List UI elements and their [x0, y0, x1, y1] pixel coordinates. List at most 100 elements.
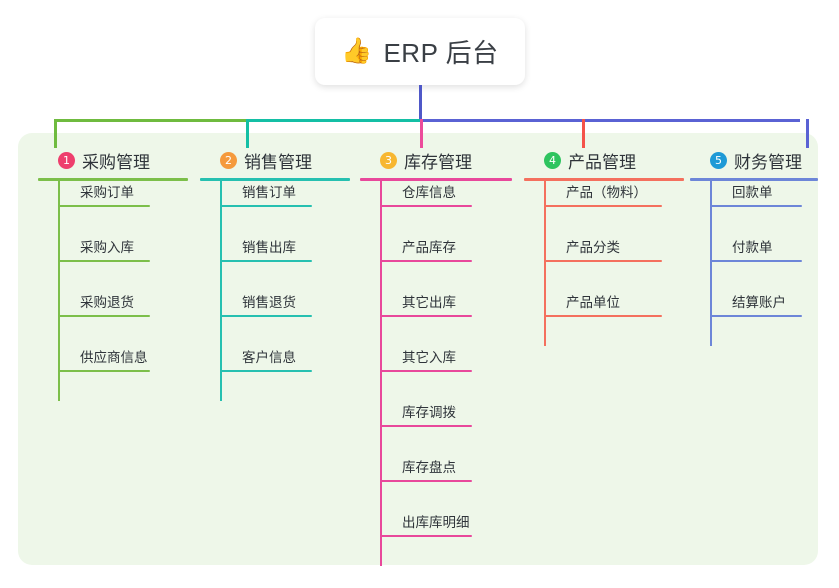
leaf-underline: [544, 315, 662, 317]
leaf-underline: [544, 260, 662, 262]
root-node[interactable]: 👍 ERP 后台: [315, 18, 525, 85]
drop-connector-3: [420, 119, 423, 148]
branch-spine-5: [710, 181, 712, 346]
branch-label-3: 库存管理: [404, 152, 472, 172]
branch-underline-2: [200, 178, 350, 181]
leaf-label: 采购退货: [80, 295, 134, 310]
leaf-label: 产品单位: [566, 295, 620, 310]
leaf-label: 结算账户: [732, 295, 786, 310]
branch-header-4[interactable]: 4 产品管理: [524, 148, 684, 172]
branch-column-4: 4 产品管理产品（物料） 产品分类产品单位: [524, 148, 684, 346]
leaf-underline: [380, 370, 472, 372]
leaf-label: 回款单: [732, 185, 773, 200]
branch-label-1: 采购管理: [82, 152, 150, 172]
leaf-label: 仓库信息: [402, 185, 456, 200]
leaf-underline: [220, 315, 312, 317]
branch-spine-2: [220, 181, 222, 401]
leaf-item[interactable]: 采购退货: [58, 291, 150, 317]
leaf-label: 其它入库: [402, 350, 456, 365]
leaf-underline: [380, 480, 472, 482]
leaf-underline: [220, 260, 312, 262]
leaf-label: 采购入库: [80, 240, 134, 255]
branch-items-3: 仓库信息产品库存其它出库其它入库库存调拨库存盘点出库库明细: [380, 181, 512, 566]
leaf-underline: [380, 535, 472, 537]
leaf-underline: [710, 315, 802, 317]
leaf-item[interactable]: 采购订单: [58, 181, 150, 207]
connector-segment-teal: [246, 119, 420, 122]
leaf-item[interactable]: 产品（物料）: [544, 181, 662, 207]
leaf-label: 产品库存: [402, 240, 456, 255]
leaf-label: 销售退货: [242, 295, 296, 310]
branch-underline-1: [38, 178, 188, 181]
leaf-underline: [380, 315, 472, 317]
branch-badge-5: 5: [710, 151, 727, 169]
leaf-item[interactable]: 付款单: [710, 236, 802, 262]
leaf-label: 客户信息: [242, 350, 296, 365]
leaf-underline: [380, 205, 472, 207]
leaf-underline: [220, 205, 312, 207]
branch-underline-4: [524, 178, 684, 181]
branch-badge-3: 3: [380, 151, 397, 169]
branch-header-3[interactable]: 3 库存管理: [360, 148, 512, 172]
leaf-item[interactable]: 销售订单: [220, 181, 312, 207]
leaf-label: 库存调拨: [402, 405, 456, 420]
drop-connector-2: [246, 119, 249, 148]
branch-items-4: 产品（物料） 产品分类产品单位: [544, 181, 684, 346]
branch-column-1: 1 采购管理采购订单采购入库采购退货供应商信息: [38, 148, 188, 401]
leaf-underline: [58, 260, 150, 262]
branch-spine-4: [544, 181, 546, 346]
connector-segment-green: [54, 119, 300, 122]
branch-underline-5: [690, 178, 818, 181]
leaf-item[interactable]: 客户信息: [220, 346, 312, 372]
leaf-underline: [380, 260, 472, 262]
leaf-item[interactable]: 仓库信息: [380, 181, 472, 207]
branch-underline-3: [360, 178, 512, 181]
leaf-label: 库存盘点: [402, 460, 456, 475]
branch-header-1[interactable]: 1 采购管理: [38, 148, 188, 172]
leaf-item[interactable]: 销售退货: [220, 291, 312, 317]
leaf-item[interactable]: 库存盘点: [380, 456, 472, 482]
drop-connector-1: [54, 119, 57, 148]
branch-spine-3: [380, 181, 382, 566]
drop-connector-4: [582, 119, 585, 148]
branch-spine-1: [58, 181, 60, 401]
leaf-item[interactable]: 回款单: [710, 181, 802, 207]
leaf-item[interactable]: 出库库明细: [380, 511, 472, 537]
leaf-underline: [58, 315, 150, 317]
branch-items-1: 采购订单采购入库采购退货供应商信息: [58, 181, 188, 401]
leaf-label: 供应商信息: [80, 350, 148, 365]
drop-connector-5: [806, 119, 809, 148]
leaf-item[interactable]: 其它入库: [380, 346, 472, 372]
branch-items-2: 销售订单销售出库销售退货客户信息: [220, 181, 350, 401]
branch-label-4: 产品管理: [568, 152, 636, 172]
leaf-underline: [220, 370, 312, 372]
leaf-item[interactable]: 供应商信息: [58, 346, 150, 372]
leaf-underline: [58, 370, 150, 372]
branch-badge-4: 4: [544, 151, 561, 169]
leaf-underline: [710, 205, 802, 207]
leaf-item[interactable]: 库存调拨: [380, 401, 472, 427]
branch-badge-1: 1: [58, 151, 75, 169]
leaf-item[interactable]: 产品库存: [380, 236, 472, 262]
leaf-underline: [380, 425, 472, 427]
branch-items-5: 回款单付款单结算账户: [710, 181, 818, 346]
leaf-item[interactable]: 采购入库: [58, 236, 150, 262]
leaf-item[interactable]: 其它出库: [380, 291, 472, 317]
leaf-item[interactable]: 产品分类: [544, 236, 662, 262]
root-title: ERP 后台: [383, 38, 499, 68]
leaf-label: 其它出库: [402, 295, 456, 310]
leaf-label: 出库库明细: [402, 515, 470, 530]
leaf-item[interactable]: 产品单位: [544, 291, 662, 317]
leaf-item[interactable]: 销售出库: [220, 236, 312, 262]
leaf-label: 销售出库: [242, 240, 296, 255]
leaf-label: 付款单: [732, 240, 773, 255]
leaf-label: 产品（物料）: [566, 185, 647, 200]
leaf-label: 产品分类: [566, 240, 620, 255]
leaf-item[interactable]: 结算账户: [710, 291, 802, 317]
leaf-underline: [544, 205, 662, 207]
